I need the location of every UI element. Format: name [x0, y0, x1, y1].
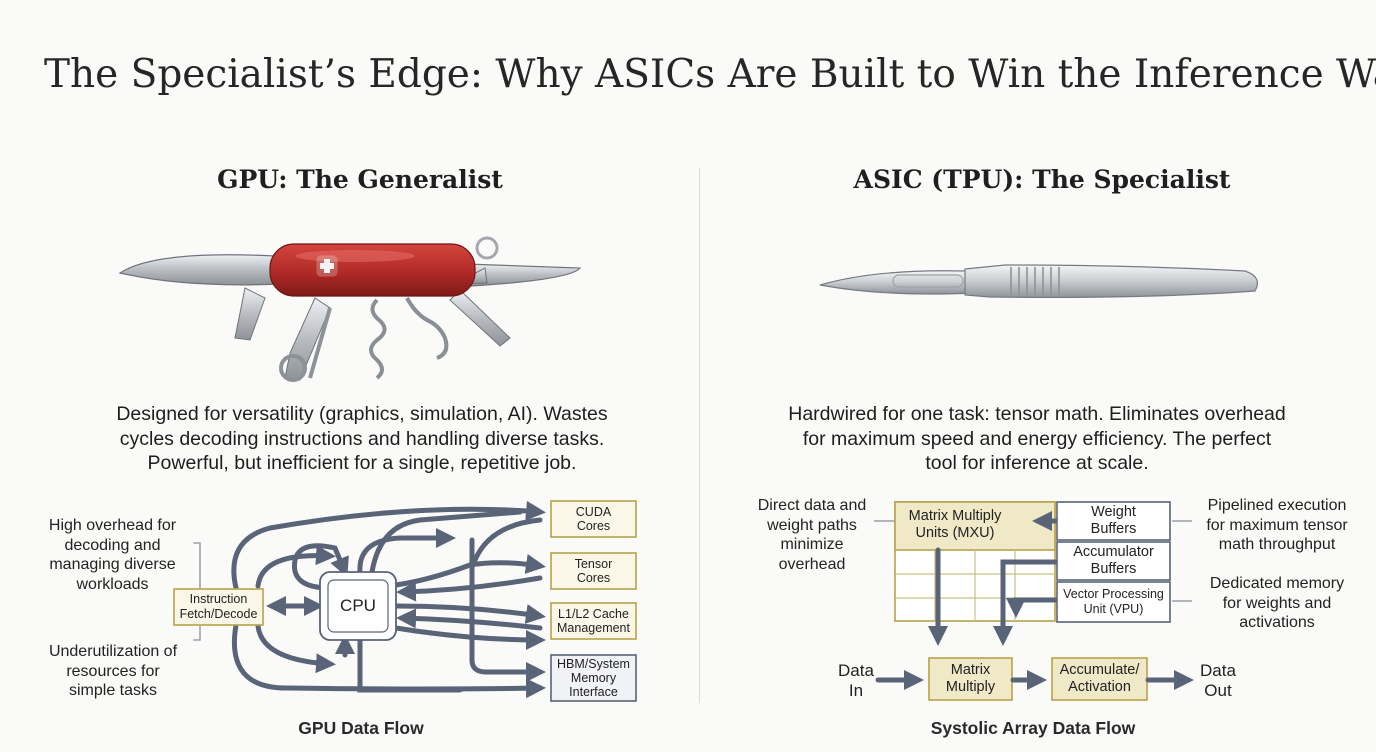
box-line: Accumulator: [1073, 544, 1154, 560]
note-line: managing diverse: [49, 556, 176, 573]
box-line: Buffers: [1090, 521, 1137, 537]
note-line: Underutilization of: [48, 643, 178, 660]
gpu-description: Designed for versatility (graphics, simu…: [52, 402, 672, 476]
box-line: Tensor: [574, 557, 613, 571]
note-line: decoding and: [64, 536, 161, 554]
gpu-heading: GPU: The Generalist: [217, 165, 503, 194]
instruction-fetch-decode-box: Instruction Fetch/Decode: [174, 592, 263, 622]
box-line: Unit (VPU): [1083, 602, 1144, 616]
box-line: Interface: [569, 685, 618, 699]
tensor-cores-box: Tensor Cores: [551, 557, 636, 585]
box-line: CUDA: [575, 505, 612, 519]
gpu-description-line: cycles decoding instructions and handlin…: [119, 427, 605, 450]
asic-description-line: tool for inference at scale.: [925, 452, 1149, 474]
box-line: Cores: [576, 519, 611, 533]
accumulate-activation-box: Accumulate/ Activation: [1052, 662, 1147, 696]
mxu-box: Matrix Multiply Units (MXU): [895, 508, 1015, 542]
note-line: for maximum tensor: [1206, 516, 1348, 534]
label-line: Data: [838, 661, 874, 680]
label-line: Out: [1204, 681, 1232, 700]
label-line: In: [848, 681, 864, 700]
box-line: L1/L2 Cache: [558, 607, 629, 621]
data-out-label: Data Out: [1188, 661, 1248, 701]
cache-management-box: L1/L2 Cache Management: [551, 607, 636, 635]
page-title: The Specialist’s Edge: Why ASICs Are Bui…: [44, 52, 1376, 97]
swiss-army-knife-icon: [118, 236, 582, 382]
memory-interface-box: HBM/System Memory Interface: [551, 657, 636, 699]
asic-heading: ASIC (TPU): The Specialist: [853, 165, 1231, 194]
weight-buffers-box: Weight Buffers: [1057, 504, 1170, 538]
asic-description-line: Hardwired for one task: tensor math. Eli…: [788, 403, 1286, 425]
box-line: Buffers: [1090, 561, 1137, 577]
box-line: Activation: [1068, 679, 1131, 695]
note-line: simple tasks: [68, 682, 158, 699]
asic-description-line: for maximum speed and energy efficiency.…: [802, 427, 1272, 450]
gpu-diagram-caption: GPU Data Flow: [298, 718, 424, 738]
gpu-description-line: Powerful, but inefficient for a single, …: [147, 452, 577, 474]
gpu-overhead-note: High overhead for decoding and managing …: [30, 516, 195, 594]
gpu-data-flow-diagram: [173, 500, 637, 702]
note-line: Dedicated memory: [1209, 575, 1345, 592]
direct-paths-note: Direct data and weight paths minimize ov…: [742, 496, 882, 574]
cuda-cores-box: CUDA Cores: [551, 505, 636, 533]
box-line: Matrix: [950, 662, 991, 678]
accumulator-buffers-box: Accumulator Buffers: [1057, 544, 1170, 578]
note-line: minimize: [780, 536, 844, 553]
gpu-description-line: Designed for versatility (graphics, simu…: [116, 403, 608, 425]
note-line: Direct data and: [757, 497, 867, 514]
note-line: overhead: [778, 555, 846, 573]
note-line: workloads: [76, 575, 149, 593]
note-line: resources for: [66, 662, 160, 680]
note-line: weight paths: [767, 516, 857, 534]
note-line: High overhead for: [48, 517, 177, 534]
box-line: Units (MXU): [915, 525, 995, 541]
vector-processing-unit-box: Vector Processing Unit (VPU): [1057, 587, 1170, 617]
label-line: Data: [1200, 661, 1236, 680]
data-in-label: Data In: [826, 661, 886, 701]
box-line: Accumulate/: [1059, 662, 1140, 678]
box-line: Memory: [570, 671, 617, 685]
note-line: activations: [1239, 614, 1315, 631]
column-divider: [699, 168, 700, 703]
box-line: Weight: [1091, 504, 1136, 520]
note-line: Pipelined execution: [1207, 497, 1347, 514]
matrix-multiply-box: Matrix Multiply: [929, 662, 1012, 696]
box-line: Management: [557, 621, 630, 635]
note-line: math throughput: [1218, 536, 1336, 553]
box-line: Matrix Multiply: [908, 508, 1002, 524]
pipelined-note: Pipelined execution for maximum tensor m…: [1192, 496, 1362, 555]
box-line: Instruction: [189, 592, 248, 606]
box-line: Multiply: [945, 679, 996, 695]
dedicated-memory-note: Dedicated memory for weights and activat…: [1192, 574, 1362, 633]
gpu-underutilization-note: Underutilization of resources for simple…: [28, 642, 198, 701]
asic-description: Hardwired for one task: tensor math. Eli…: [727, 402, 1347, 476]
box-line: Cores: [576, 571, 611, 585]
box-line: Fetch/Decode: [179, 607, 258, 621]
note-line: for weights and: [1222, 594, 1332, 612]
asic-diagram-caption: Systolic Array Data Flow: [930, 718, 1136, 738]
cpu-box: CPU: [340, 596, 376, 615]
scalpel-icon: [819, 264, 1258, 298]
box-line: Vector Processing: [1063, 587, 1164, 601]
box-line: HBM/System: [557, 657, 630, 671]
